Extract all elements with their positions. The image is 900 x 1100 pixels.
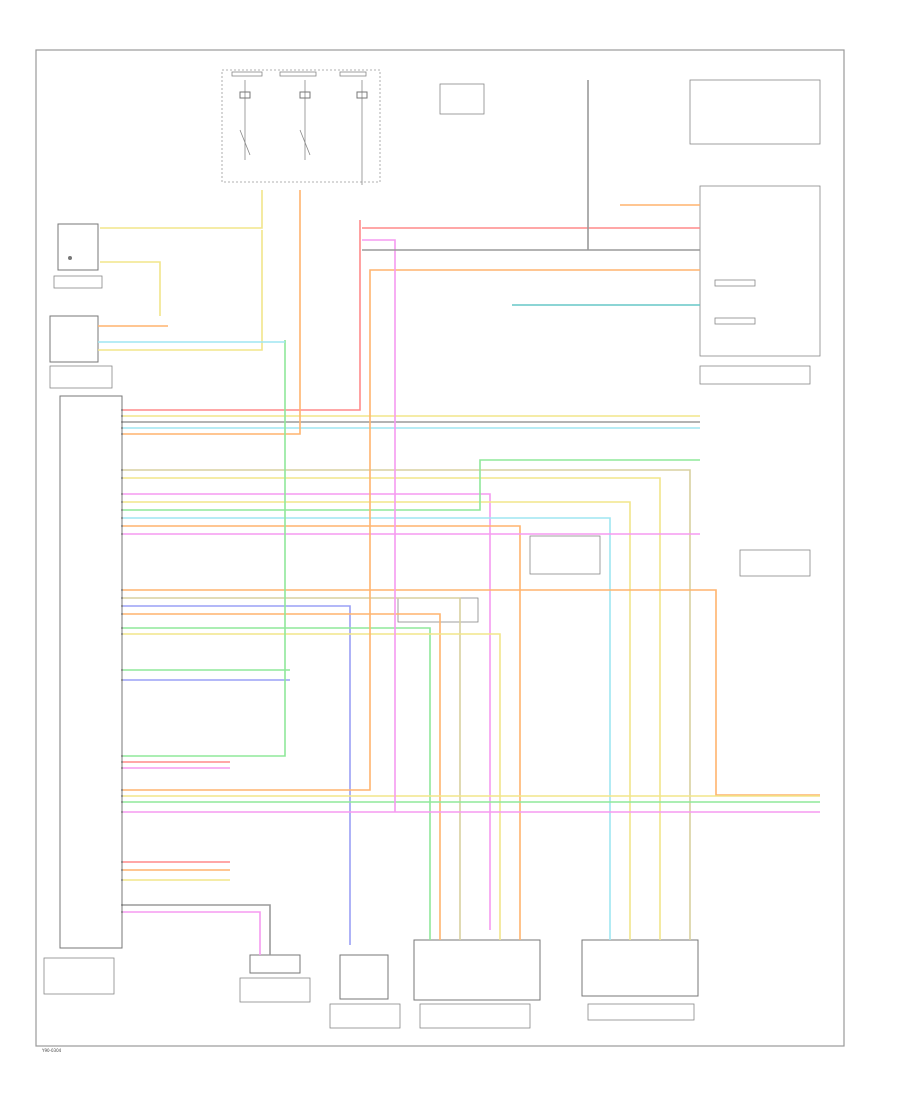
wire-red-0 xyxy=(122,220,361,411)
module-pin-4 xyxy=(121,433,123,435)
wire-tan-14 xyxy=(122,597,461,940)
wire-orange-24 xyxy=(122,269,700,791)
fuse-panel-note xyxy=(439,83,485,115)
wire-green-17 xyxy=(122,627,431,940)
module-pin-5 xyxy=(121,469,123,471)
module-pin-31 xyxy=(121,904,123,906)
actuator-3-caption xyxy=(419,1003,531,1029)
main-module-caption xyxy=(43,957,115,995)
module-pin-8 xyxy=(121,501,123,503)
wire-violet-15 xyxy=(122,605,351,945)
right-notes xyxy=(689,79,821,145)
actuator-3 xyxy=(413,939,541,1001)
wire-yellow-35 xyxy=(98,230,263,351)
module-pin-20 xyxy=(121,679,123,681)
wire-green-21 xyxy=(122,340,286,757)
right-components xyxy=(397,79,821,623)
actuator-4 xyxy=(581,939,699,997)
wire-orange-16 xyxy=(122,613,441,940)
module-pin-1 xyxy=(121,415,123,417)
module-pin-9 xyxy=(121,509,123,511)
fuse-label-hot-in-run xyxy=(339,71,367,77)
bottom-actuators xyxy=(239,939,699,1029)
module-pin-12 xyxy=(121,533,123,535)
wire-gray-31 xyxy=(122,904,271,955)
module-pin-27 xyxy=(121,811,123,813)
left-components xyxy=(43,223,123,995)
wire-yellow-6 xyxy=(122,477,661,940)
module-pin-17 xyxy=(121,627,123,629)
relay-contacts xyxy=(239,129,311,156)
module-pin-11 xyxy=(121,525,123,527)
module-connector-caption xyxy=(49,365,113,389)
module-pin-0 xyxy=(121,409,123,411)
module-pin-13 xyxy=(121,589,123,591)
wire-green-9 xyxy=(122,459,700,511)
right-module-box xyxy=(699,185,821,357)
speed-sensor-box xyxy=(57,223,99,271)
module-pin-19 xyxy=(121,669,123,671)
module-pin-23 xyxy=(121,767,123,769)
module-pin-26 xyxy=(121,801,123,803)
module-pin-28 xyxy=(121,861,123,863)
sensor-pin-icon xyxy=(68,256,72,260)
module-pin-16 xyxy=(121,613,123,615)
wire-pink-32 xyxy=(122,911,261,955)
module-pin-25 xyxy=(121,795,123,797)
right-sub-label-1 xyxy=(714,279,756,287)
module-pin-14 xyxy=(121,597,123,599)
fuse-3-symbol xyxy=(356,91,368,99)
module-pin-29 xyxy=(121,869,123,871)
wire-yellow-33 xyxy=(100,190,263,229)
wire-pink-7 xyxy=(122,493,491,930)
actuator-2 xyxy=(339,954,389,1000)
wire-lightblue-10 xyxy=(122,517,611,940)
center-note-2 xyxy=(397,597,479,623)
module-pin-7 xyxy=(121,493,123,495)
fuse-block xyxy=(221,69,485,185)
module-pin-6 xyxy=(121,477,123,479)
actuator-2-caption xyxy=(329,1003,401,1029)
wire-pink-39 xyxy=(362,239,396,812)
right-lower-caption xyxy=(739,549,811,577)
speed-sensor-caption xyxy=(53,275,103,289)
module-pin-30 xyxy=(121,879,123,881)
module-pin-22 xyxy=(121,761,123,763)
fuse-1-symbol xyxy=(239,91,251,99)
wire-orange-4 xyxy=(122,190,301,435)
fuse-block-outline xyxy=(221,69,381,183)
right-sub-label-2 xyxy=(714,317,756,325)
module-pin-15 xyxy=(121,605,123,607)
wires xyxy=(98,80,820,955)
actuator-1-caption xyxy=(239,977,311,1003)
center-note xyxy=(529,535,601,575)
module-pin-3 xyxy=(121,427,123,429)
right-module-caption xyxy=(699,365,811,385)
fuse-label-hot-in-run-start xyxy=(279,71,317,77)
module-connector-box xyxy=(49,315,99,363)
diagram-border xyxy=(35,49,845,1047)
module-pin-18 xyxy=(121,633,123,635)
actuator-4-caption xyxy=(587,1003,695,1021)
module-pin-24 xyxy=(121,789,123,791)
wire-orange-13 xyxy=(122,589,820,796)
actuator-1 xyxy=(249,954,301,974)
wire-yellow-18 xyxy=(122,633,501,940)
module-pin-32 xyxy=(121,911,123,913)
wire-yellow-8 xyxy=(122,501,631,940)
fuse-2-symbol xyxy=(299,91,311,99)
page-code: Y90-0304 xyxy=(41,1048,62,1053)
fuse-label-hot-at-all-times xyxy=(231,71,263,77)
wire-yellow-34 xyxy=(100,261,161,316)
module-pin-21 xyxy=(121,755,123,757)
module-pin-10 xyxy=(121,517,123,519)
wire-tan-5 xyxy=(122,469,691,940)
module-pin-2 xyxy=(121,421,123,423)
main-control-module xyxy=(59,395,123,949)
